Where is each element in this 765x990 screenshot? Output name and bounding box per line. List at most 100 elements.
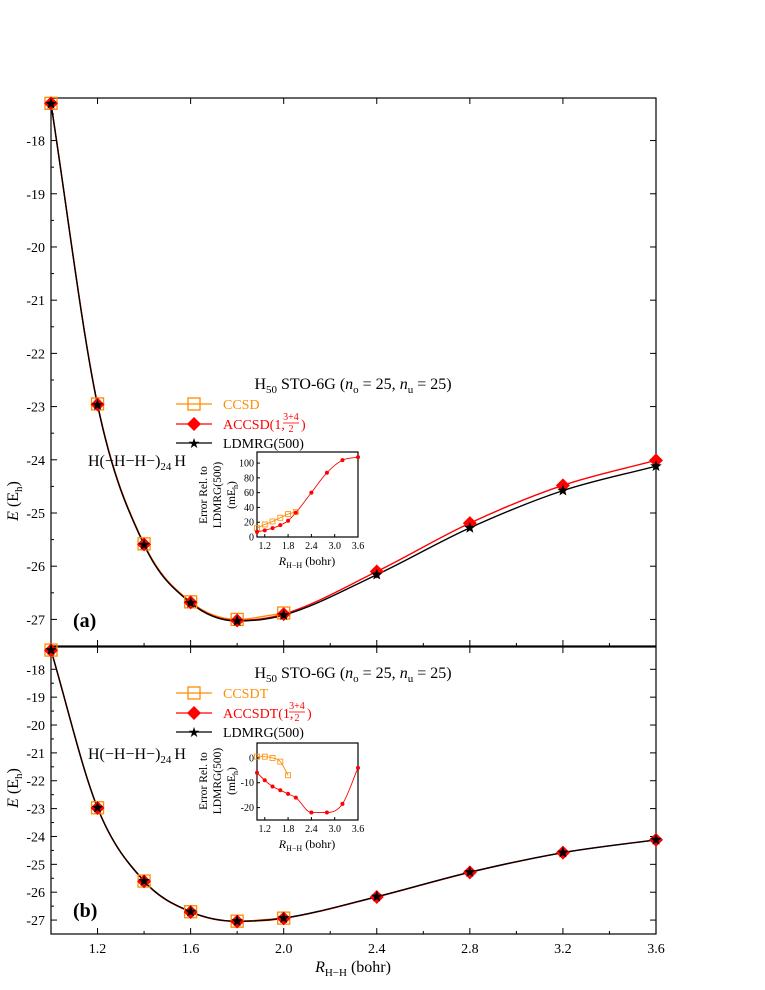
inset-b-1-point-8	[340, 801, 345, 806]
inset-x-tick-label-b-0: 1.2	[259, 824, 272, 835]
y-tick-label-a-5: -23	[26, 401, 45, 416]
panel-a-label: (a)	[73, 610, 96, 632]
inset-a-ylabel-3: (mEh)	[226, 481, 240, 509]
inset-b-1-point-2	[270, 784, 275, 789]
inset-x-tick-label-b-2: 2.4	[305, 824, 318, 835]
x-tick-label-b-3: 2.4	[368, 942, 386, 957]
panel-a-y-ticks: -18-19-20-21-22-23-24-25-26-27	[26, 113, 656, 647]
x-tick-label-b-5: 3.2	[554, 942, 572, 957]
series-a-2-point-0	[45, 97, 57, 109]
panel-b-label: (b)	[73, 900, 97, 922]
panel-b-title: H50 STO-6G (no = 25, nu = 25)	[254, 665, 451, 685]
inset-a-1-point-8	[340, 458, 345, 463]
legend-accsdt-marker	[187, 706, 201, 720]
y-tick-label-a-7: -25	[26, 507, 45, 522]
inset-a-frame	[256, 451, 359, 538]
x-tick-label-b-4: 2.8	[461, 942, 479, 957]
inset-a-0-point-4	[285, 511, 291, 517]
y-tick-label-a-9: -27	[26, 613, 45, 628]
legend-ccsdt-marker	[187, 686, 201, 700]
x-tick-label-b-2: 2.0	[275, 942, 293, 957]
legend-accsd-close: )	[301, 418, 306, 433]
inset-b-1-point-4	[286, 791, 291, 796]
legend-accsd-frac-den: 2	[289, 424, 294, 435]
inset-x-tick-label-a-1: 1.8	[282, 541, 295, 552]
inset-x-tick-label-a-4: 3.6	[352, 541, 365, 552]
inset-a-ylabel-1: Error Rel. to	[198, 466, 210, 524]
panel-a-title: H50 STO-6G (no = 25, nu = 25)	[254, 376, 451, 396]
series-a-2-point-1	[91, 398, 104, 410]
inset-line-b-1	[257, 767, 358, 813]
inset-a-1-point-3	[278, 523, 283, 528]
legend-accsd-marker	[187, 417, 201, 431]
y-tick-label-a-6: -24	[26, 454, 45, 469]
legend-accsdt-close: )	[307, 707, 312, 722]
inset-a-xlabel: RH−H (bohr)	[278, 554, 335, 570]
y-tick-label-a-0: -18	[26, 135, 45, 150]
panel-b-y-ticks: -18-19-20-21-22-23-24-25-26-27	[26, 654, 656, 935]
legend-accsd-label: ACCSD(1,	[223, 418, 285, 433]
series-b-2-point-5	[277, 912, 290, 923]
inset-a-1-point-9	[356, 455, 360, 460]
inset-a-1-point-2	[270, 526, 275, 531]
panel-a-x-ticks	[50, 98, 657, 646]
inset-y-tick-label-a-1: 20	[244, 518, 254, 529]
inset-b-0-point-1	[261, 753, 268, 760]
inset-b-xlabel: RH−H (bohr)	[278, 837, 335, 853]
inset-b-0-point-0	[254, 753, 260, 760]
panel-b-frame	[50, 646, 657, 935]
x-axis-label: RH−H (bohr)	[314, 959, 391, 979]
inset-b-frame	[256, 742, 359, 821]
x-tick-label-b-1: 1.6	[182, 942, 200, 957]
y-tick-label-b-6: -24	[26, 830, 45, 845]
inset-a-1-point-0	[255, 529, 259, 534]
inset-a-1-point-4	[286, 518, 291, 523]
legend-accsdt-label: ACCSDT(1,	[223, 707, 293, 722]
inset-x-tick-label-a-2: 2.4	[305, 541, 318, 552]
inset-a-markers	[254, 455, 360, 534]
inset-a-1-point-7	[324, 470, 329, 475]
legend-accsdt-frac-num: 3+4	[289, 701, 305, 712]
legend-ldmrg-b-marker: ★	[188, 726, 201, 741]
panel-a: -18-19-20-21-22-23-24-25-26-27 H50 STO-6…	[26, 96, 663, 647]
inset-b-0-point-2	[269, 755, 276, 761]
inset-a-1-point-1	[262, 528, 267, 533]
y-tick-label-b-5: -23	[26, 803, 45, 818]
inset-y-tick-label-a-5: 100	[239, 459, 254, 470]
series-a-2-point-5	[277, 609, 290, 620]
series-a-2-point-8	[557, 484, 569, 496]
series-b-2-point-1	[91, 801, 104, 813]
inset-a-1-point-6	[309, 490, 314, 495]
inset-x-tick-label-b-4: 3.6	[352, 824, 365, 835]
panel-a-markers	[44, 96, 663, 628]
inset-line-a-0	[257, 511, 296, 529]
legend-ccsd-marker	[187, 397, 201, 411]
inset-x-tick-label-a-0: 1.2	[259, 541, 272, 552]
inset-b-1-point-6	[309, 810, 314, 815]
y-tick-label-a-1: -19	[26, 188, 45, 203]
series-b-2-point-2	[138, 875, 150, 886]
y-tick-label-b-3: -21	[26, 747, 45, 762]
series-a-2-point-6	[371, 568, 383, 580]
series-b-2-point-4	[231, 915, 243, 927]
inset-y-tick-label-a-3: 60	[244, 488, 254, 499]
inset-a-0-point-2	[269, 518, 276, 525]
legend-accsd-frac-num: 3+4	[283, 412, 299, 423]
inset-b-markers	[254, 753, 360, 815]
series-b-2-point-6	[371, 890, 383, 902]
legend-ldmrg-marker: ★	[188, 437, 201, 452]
y-tick-label-a-4: -22	[26, 347, 45, 362]
inset-b-1-point-7	[324, 810, 329, 815]
panel-b-x-ticks: 1.2 1.6 2.0 2.4 2.8 3.2 3.6	[50, 647, 665, 957]
inset-b-1-point-1	[262, 778, 267, 783]
inset-x-tick-label-a-3: 3.0	[328, 541, 341, 552]
inset-b-0-point-4	[285, 772, 291, 779]
series-a-2-point-4	[231, 614, 243, 626]
inset-x-tick-label-b-3: 3.0	[328, 824, 341, 835]
series-a-2-point-9	[650, 460, 662, 472]
